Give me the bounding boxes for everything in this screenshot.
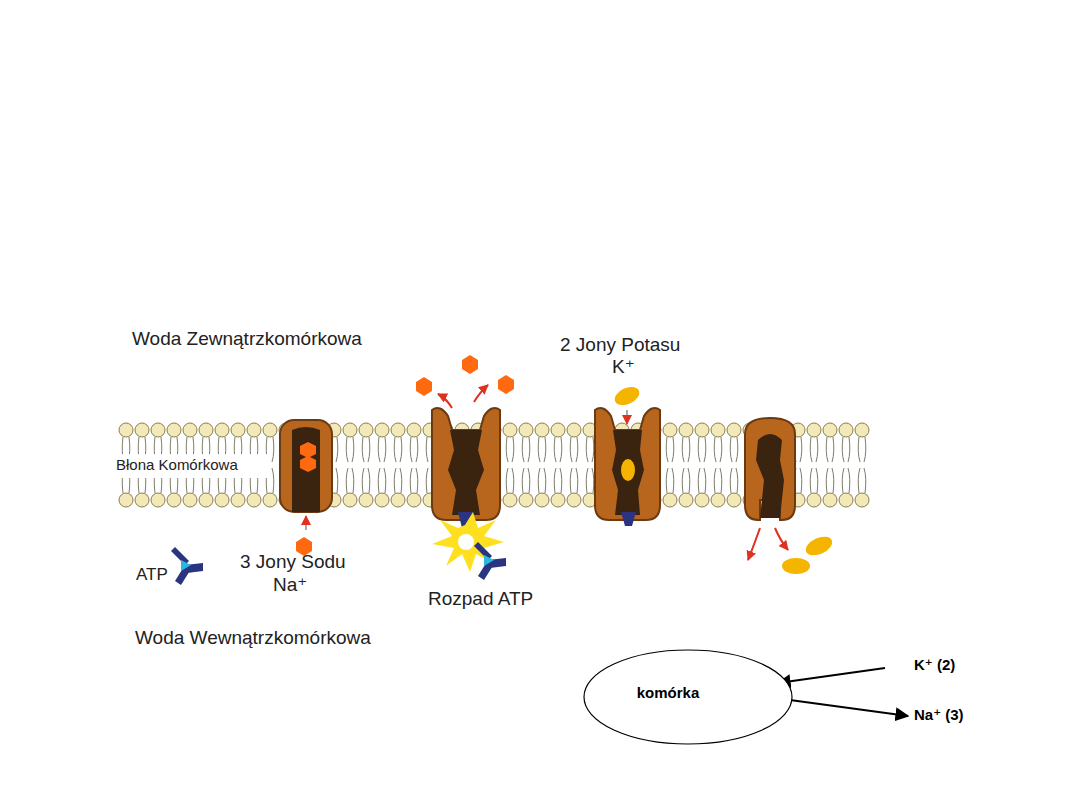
process-label: Rozpad ATP [428, 588, 533, 610]
pump-protein [416, 355, 514, 580]
pump-protein [280, 420, 332, 556]
molecule-label: ATP [136, 565, 168, 585]
efflux-arrow [790, 700, 908, 716]
region-label: Woda Wewnątrzkomórkowa [135, 627, 371, 649]
ion-symbol: K⁺ [612, 356, 635, 378]
influx-arrow [778, 668, 885, 683]
cell-ellipse: komórka [583, 649, 793, 745]
region-label: Woda Zewnątrzkomórkowa [132, 328, 362, 350]
ion-label: 2 Jony Potasu [560, 334, 680, 356]
atp-molecule [171, 547, 203, 585]
cell-label: komórka [637, 684, 700, 701]
membrane-label: Błona Komórkowa [114, 456, 240, 473]
ion-count: Na⁺ (3) [914, 706, 964, 723]
ion-symbol: Na⁺ [273, 574, 307, 596]
ion-count: K⁺ (2) [914, 656, 955, 673]
pump-protein [745, 418, 835, 574]
ion-label: 3 Jony Sodu [240, 551, 346, 573]
pump-protein [595, 383, 660, 526]
